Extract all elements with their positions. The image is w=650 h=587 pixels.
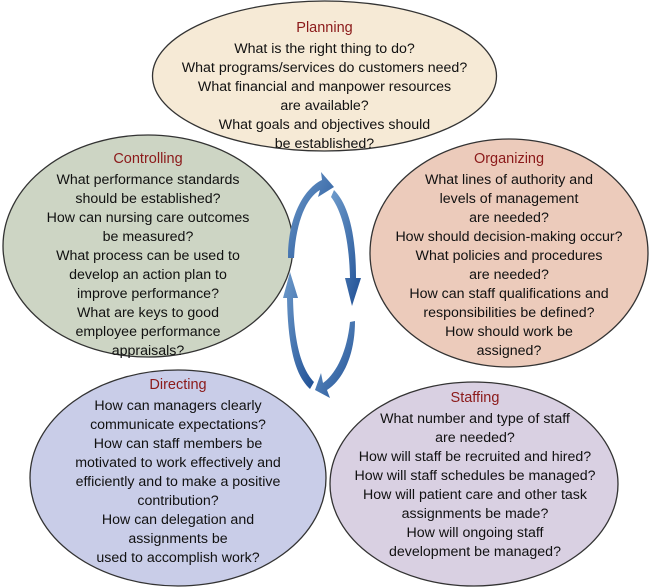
directing-question: efficiently and to make a positive: [75, 474, 281, 490]
staffing-question: How will patient care and other task: [363, 487, 587, 503]
planning-question: What financial and manpower resources: [197, 79, 452, 95]
staffing-question: are needed?: [435, 430, 515, 446]
controlling-question: should be established?: [75, 191, 221, 207]
cycle-arrow-left: [283, 272, 314, 389]
organizing-question: How can staff qualifications and: [409, 286, 609, 302]
staffing-question: assignments be made?: [401, 506, 549, 522]
organizing-question: levels of management: [439, 191, 579, 207]
controlling-question: improve performance?: [77, 286, 219, 302]
planning-question: What is the right thing to do?: [234, 41, 415, 57]
organizing-bubble: Organizing What lines of authority and le…: [370, 150, 648, 361]
staffing-question: How will staff schedules be managed?: [354, 468, 596, 484]
planning-question: What goals and objectives should: [218, 117, 431, 133]
organizing-question: How should decision-making occur?: [395, 229, 623, 245]
directing-question: contribution?: [137, 493, 219, 509]
organizing-question: How should work be: [445, 324, 573, 340]
organizing-question: are needed?: [469, 267, 549, 283]
staffing-question: How will ongoing staff: [406, 525, 544, 541]
staffing-question: How will staff be recruited and hired?: [358, 449, 592, 465]
controlling-question: be measured?: [102, 229, 194, 245]
staffing-bubble: Staffing What number and type of staff ar…: [330, 389, 620, 562]
cycle-arrow-right: [331, 190, 361, 306]
controlling-title: Controlling: [113, 151, 183, 167]
organizing-question: assigned?: [476, 343, 542, 359]
directing-question: How can delegation and: [101, 512, 255, 528]
controlling-question: appraisals?: [111, 343, 185, 359]
planning-question: be established?: [274, 136, 375, 152]
organizing-ellipse: [369, 138, 649, 368]
directing-ellipse: [29, 369, 327, 587]
planning-question: What programs/services do customers need…: [181, 60, 468, 76]
controlling-question: What are keys to good: [77, 305, 219, 321]
controlling-bubble: Controlling What performance standards sh…: [3, 150, 293, 361]
directing-question: How can managers clearly: [94, 398, 262, 414]
organizing-question: What policies and procedures: [415, 248, 603, 264]
directing-title: Directing: [149, 377, 207, 393]
directing-question: assignments be: [128, 531, 228, 547]
organizing-title: Organizing: [473, 151, 545, 167]
planning-title: Planning: [296, 20, 353, 36]
controlling-question: How can nursing care outcomes: [46, 210, 250, 226]
controlling-question: develop an action plan to: [69, 267, 227, 283]
organizing-question: are needed?: [469, 210, 549, 226]
controlling-question: What performance standards: [56, 172, 240, 188]
directing-question: motivated to work effectively and: [75, 455, 281, 471]
cycle-arrow-top: [288, 172, 334, 258]
directing-question: communicate expectations?: [90, 417, 266, 433]
staffing-ellipse: [329, 381, 619, 587]
planning-bubble: Planning What is the right thing to do? W…: [152, 19, 497, 154]
staffing-question: development be managed?: [389, 544, 561, 560]
cycle-arrow-bottom: [315, 321, 355, 398]
directing-question: used to accomplish work?: [96, 550, 260, 566]
staffing-title: Staffing: [450, 390, 500, 406]
planning-question: are available?: [280, 98, 369, 114]
organizing-question: responsibilities be defined?: [423, 305, 595, 321]
planning-ellipse: [151, 0, 498, 152]
directing-question: How can staff members be: [93, 436, 263, 452]
organizing-question: What lines of authority and: [425, 172, 593, 188]
directing-bubble: Directing How can managers clearly commun…: [30, 376, 326, 568]
controlling-question: What process can be used to: [56, 248, 240, 264]
controlling-question: employee performance: [75, 324, 221, 340]
circular-arrows-icon: [283, 172, 361, 398]
staffing-question: What number and type of staff: [380, 411, 570, 427]
